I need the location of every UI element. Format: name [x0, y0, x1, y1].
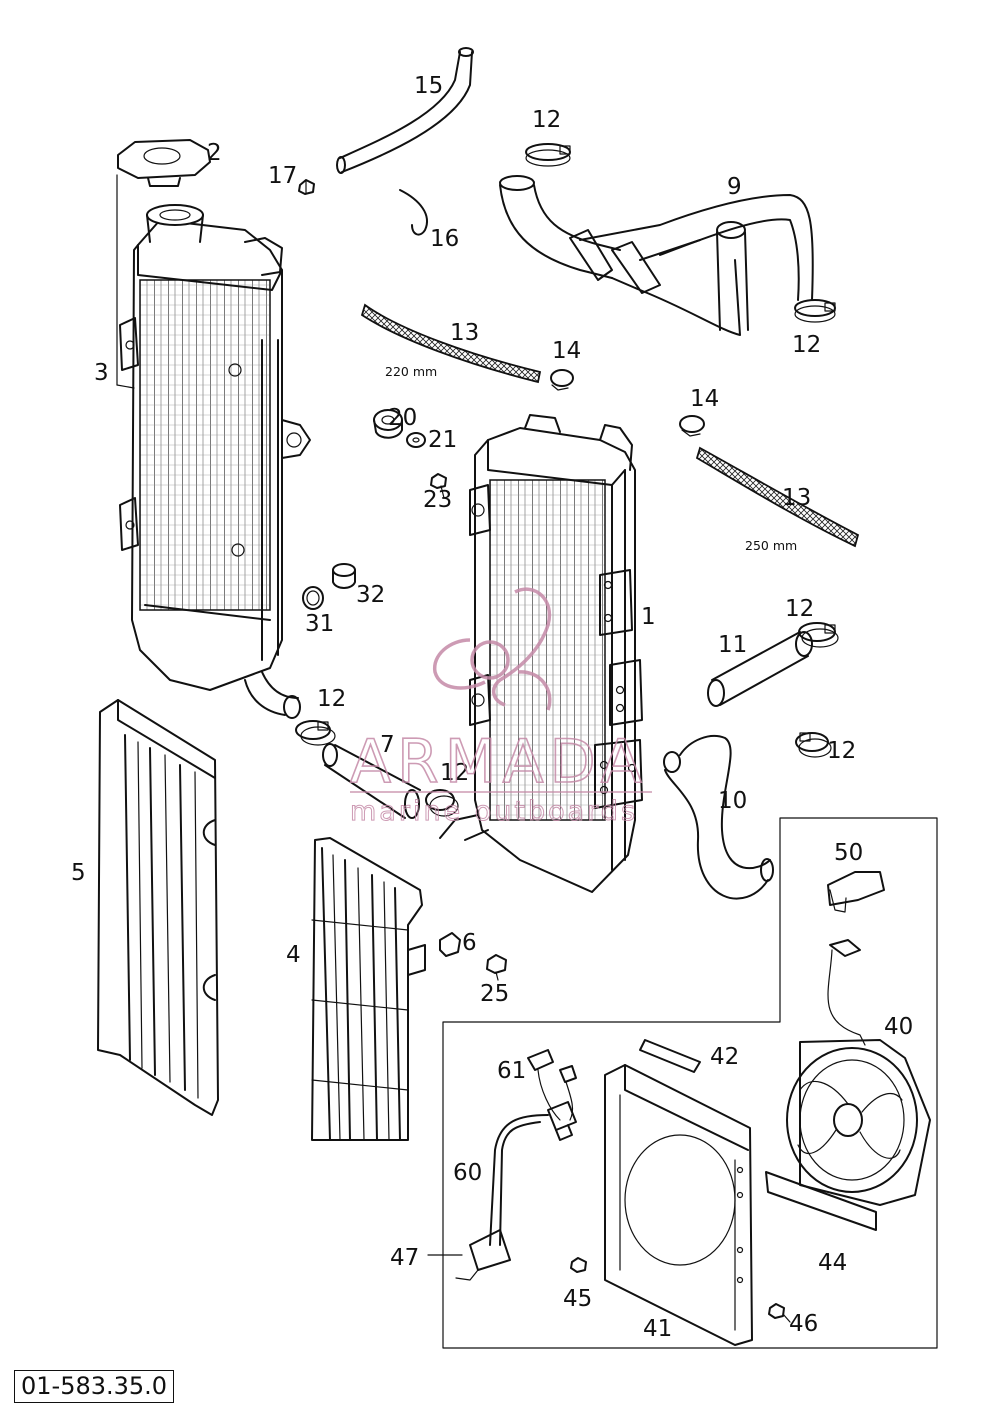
callout-61: 61: [497, 1058, 526, 1084]
callout-13a: 13: [450, 320, 479, 346]
clamp-12a: [525, 143, 571, 167]
callout-23: 23: [423, 487, 452, 513]
callout-31: 31: [305, 611, 334, 637]
watermark-tagline: marine outboards: [350, 796, 638, 827]
washer-21: [406, 432, 426, 448]
callout-11: 11: [718, 632, 747, 658]
callout-25: 25: [480, 981, 509, 1007]
screw-45: [570, 1257, 587, 1273]
callout-12f: 12: [827, 738, 856, 764]
watermark-logo: [433, 587, 552, 711]
clamp-14a: [550, 369, 574, 391]
temperature-switch-50: [827, 871, 885, 913]
callout-10: 10: [718, 788, 747, 814]
fan-frame-41: [604, 1064, 753, 1346]
shroud-right: [311, 837, 426, 1141]
callout-13b: 13: [782, 485, 811, 511]
callout-6: 6: [462, 930, 477, 956]
screw-46: [768, 1303, 791, 1323]
callout-3: 3: [94, 360, 109, 386]
clamp-12e: [798, 622, 839, 648]
seal-strip-42: [639, 1039, 701, 1073]
cover-plate-44: [765, 1171, 877, 1231]
screw-23: [430, 473, 447, 499]
clamp-12c: [295, 720, 336, 746]
watermark: ARMADA marine outboards: [349, 587, 652, 828]
plug-32: [332, 563, 356, 589]
callout-9: 9: [727, 174, 742, 200]
callout-15: 15: [414, 73, 443, 99]
radiator-cap: [116, 139, 211, 389]
callout-41: 41: [643, 1316, 672, 1342]
cable-harness-60: [427, 1049, 577, 1281]
clip-16: [399, 189, 428, 236]
o-ring-31: [302, 586, 324, 610]
callout-14b: 14: [690, 386, 719, 412]
watermark-brand: ARMADA: [350, 727, 648, 797]
callout-1: 1: [641, 604, 656, 630]
fan-kit-outline: [442, 817, 938, 1349]
callout-45: 45: [563, 1286, 592, 1312]
dimension-220mm: 220 mm: [385, 364, 437, 379]
callout-21: 21: [428, 427, 457, 453]
callout-4: 4: [286, 942, 301, 968]
hose-13-lower: [695, 446, 860, 548]
callout-50: 50: [834, 840, 863, 866]
callout-46: 46: [789, 1311, 818, 1337]
callout-labels: 1 2 3 4 5 6 7 9 10 11 12 12 12 12 12 12 …: [71, 73, 913, 1342]
callout-5: 5: [71, 860, 86, 886]
hose-13-upper: [360, 303, 542, 384]
dimension-250mm: 250 mm: [745, 538, 797, 553]
clamp-12f: [795, 732, 832, 758]
callout-44: 44: [818, 1250, 847, 1276]
callout-12c: 12: [317, 686, 346, 712]
callout-60: 60: [453, 1160, 482, 1186]
screw-17: [298, 179, 315, 195]
shroud-left: [97, 699, 219, 1116]
clamp-12d: [425, 789, 459, 817]
clamp-12b: [794, 299, 836, 323]
left-radiator: [119, 204, 311, 719]
callout-12a: 12: [532, 107, 561, 133]
callout-40: 40: [884, 1014, 913, 1040]
hose-15: [336, 47, 474, 174]
hose-9: [499, 175, 814, 336]
document-number: 01-583.35.0: [14, 1370, 175, 1403]
callout-16: 16: [430, 226, 459, 252]
callout-2: 2: [207, 140, 222, 166]
hose-10: [663, 735, 774, 900]
right-radiator: [439, 414, 643, 893]
callout-12e: 12: [785, 596, 814, 622]
callout-17: 17: [268, 163, 297, 189]
callout-42: 42: [710, 1044, 739, 1070]
screw-25: [486, 954, 507, 981]
fan-40: [786, 939, 931, 1206]
callout-32: 32: [356, 582, 385, 608]
callout-14a: 14: [552, 338, 581, 364]
grommet-20: [373, 409, 403, 439]
callout-47: 47: [390, 1245, 419, 1271]
callout-12b: 12: [792, 332, 821, 358]
callout-12d: 12: [440, 760, 469, 786]
clip-6: [439, 932, 461, 957]
hose-11: [707, 631, 813, 707]
callout-7: 7: [380, 732, 395, 758]
clamp-14b: [679, 415, 705, 437]
callout-20: 20: [388, 405, 417, 431]
